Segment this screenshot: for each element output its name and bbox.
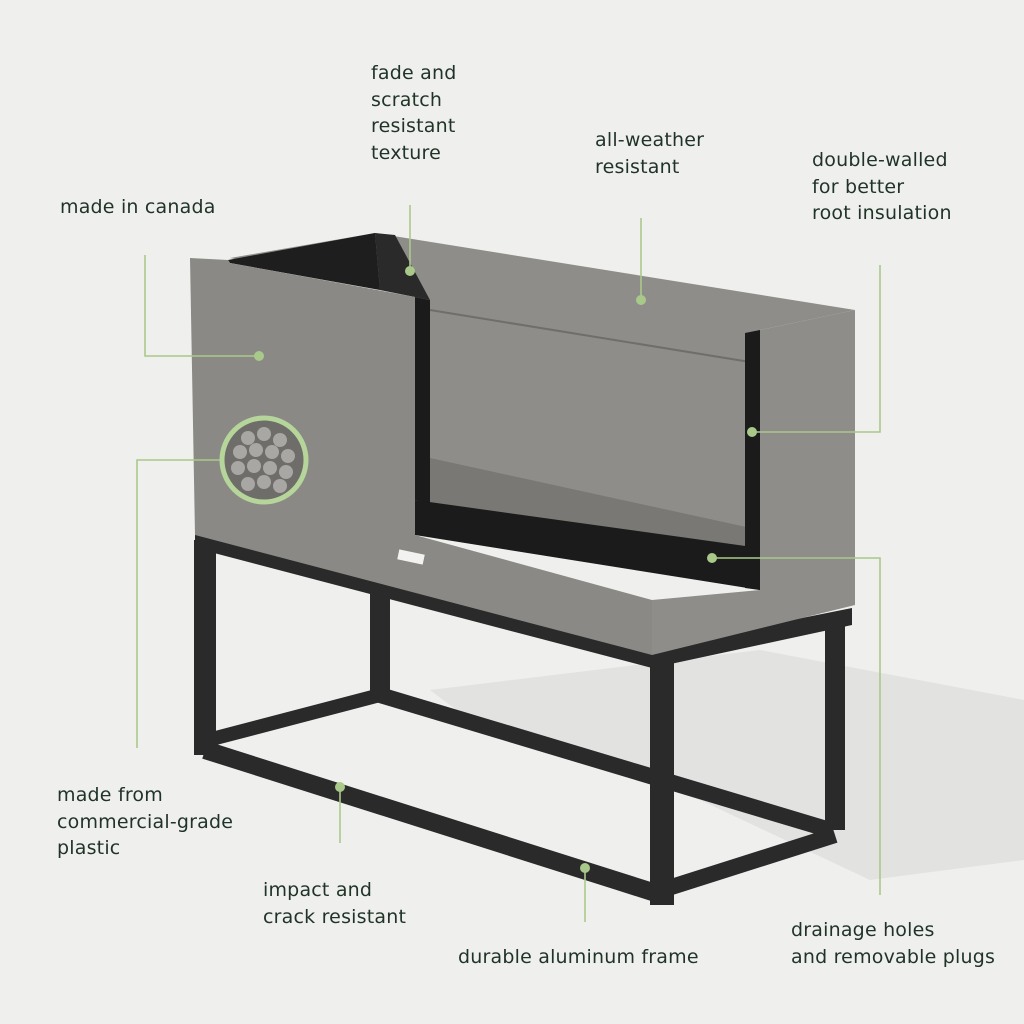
planter-box — [190, 233, 855, 655]
floor-shadow — [430, 650, 1024, 880]
plastic-pellets-magnifier — [219, 415, 309, 505]
callout-double-walled: double-walled for better root insulation — [812, 149, 952, 224]
callout-lines — [136, 205, 881, 922]
callout-drainage: drainage holes and removable plugs — [791, 919, 996, 968]
callout-all-weather: all-weather resistant — [595, 129, 705, 178]
callout-commercial-plastic: made from commercial-grade plastic — [57, 784, 234, 859]
callout-impact-crack: impact and crack resistant — [263, 879, 407, 928]
callout-dots — [254, 266, 757, 873]
callout-made-in-canada: made in canada — [60, 196, 216, 218]
callout-aluminum-frame: durable aluminum frame — [458, 946, 699, 968]
aluminum-frame — [194, 533, 852, 905]
callout-fade-scratch: fade and scratch resistant texture — [371, 62, 457, 164]
